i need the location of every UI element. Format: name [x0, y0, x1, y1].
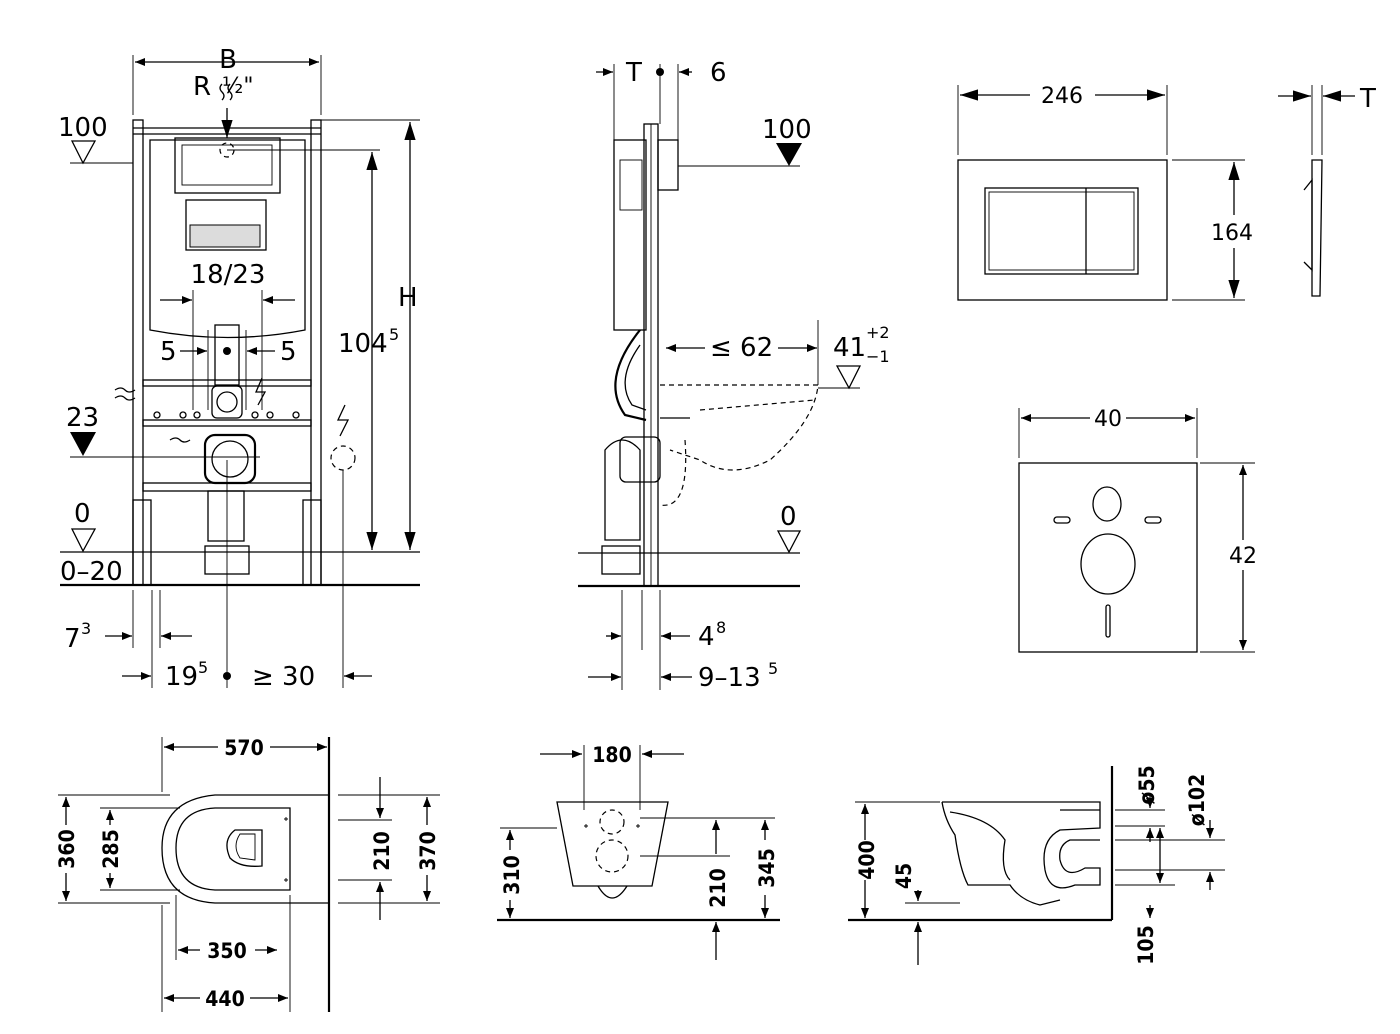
depth-t-label: T [625, 58, 642, 88]
height-mm-label: 104 [338, 329, 388, 359]
seat-level-label: 41 [833, 333, 866, 363]
inlet-label: ø55 [1135, 765, 1159, 804]
level-23-label: 23 [66, 403, 99, 433]
seat-tol-plus: +2 [866, 323, 890, 342]
wall-depth-sup: 5 [768, 659, 778, 678]
installation-frame [114, 83, 356, 586]
foot-depth-sup: 8 [716, 618, 726, 637]
thread-size-label: ½" [222, 74, 253, 99]
spacing-label: 18/23 [191, 260, 266, 290]
side-view: T 6 100 ≤ 62 41 +2 −1 0 4 8 9–13 5 [578, 58, 890, 693]
bowl-rear-view: 180 310 210 345 [497, 743, 780, 960]
bowl-side-view: 400 45 ø55 ø102 105 [848, 765, 1225, 965]
front-view: B R ½" 100 H 104 5 18/23 5 5 23 0 [58, 45, 420, 692]
floor-range-label: 0–20 [60, 557, 123, 587]
wall-depth-label: 9–13 [698, 663, 761, 693]
dist-440-label: 440 [205, 987, 244, 1011]
width-label: B [219, 45, 237, 75]
pad-height-label: 42 [1229, 544, 1257, 569]
bowl-width-inner-label: 285 [99, 829, 123, 868]
side-level-0-label: 0 [780, 502, 797, 532]
rear-height-label: 310 [500, 855, 524, 894]
pad-width-label: 40 [1094, 407, 1122, 432]
plate-width-label: 246 [1041, 84, 1083, 109]
flush-plate: 246 164 T [957, 84, 1376, 301]
outlet-label: ø102 [1185, 774, 1209, 826]
plate-height-label: 164 [1211, 221, 1253, 246]
bowl-top-view: 570 360 285 210 370 350 440 [55, 736, 440, 1012]
thread-label: R [193, 72, 211, 102]
seat-tol-minus: −1 [866, 347, 890, 366]
offset-left-label: 5 [160, 337, 177, 367]
bowl-width-outer-label: 360 [55, 829, 79, 868]
sound-pad: 40 42 [1018, 407, 1257, 653]
foot-sup: 3 [81, 619, 91, 638]
outlet-height-label: 105 [1134, 925, 1158, 964]
plate-offset-label: 6 [710, 58, 727, 88]
side-frame [601, 123, 819, 587]
height-mm-sup: 5 [389, 325, 399, 344]
side-level-100-label: 100 [762, 115, 812, 145]
fix-spacing-label: 210 [370, 831, 394, 870]
height-h-label: H [398, 283, 418, 313]
bolt-height-label: 210 [706, 868, 730, 907]
rear-total-height-label: 345 [755, 848, 779, 887]
total-width-label: 370 [416, 831, 440, 870]
plate-depth-label: T [1359, 84, 1376, 114]
dist-350-label: 350 [207, 939, 246, 963]
projection-label: ≤ 62 [710, 333, 773, 363]
bowl-length-label: 570 [224, 736, 263, 760]
level-100-label: 100 [58, 113, 108, 143]
min-clearance-label: ≥ 30 [252, 662, 315, 692]
rim-label: 45 [892, 863, 916, 889]
center-dist-sup: 5 [198, 658, 208, 677]
foot-depth-label: 4 [698, 622, 715, 652]
level-0-label: 0 [74, 499, 91, 529]
center-dist-label: 19 [165, 662, 198, 692]
offset-right-label: 5 [280, 337, 297, 367]
foot-label: 7 [64, 624, 81, 654]
bolt-spacing-label: 180 [592, 743, 631, 767]
bowl-height-label: 400 [855, 840, 879, 879]
